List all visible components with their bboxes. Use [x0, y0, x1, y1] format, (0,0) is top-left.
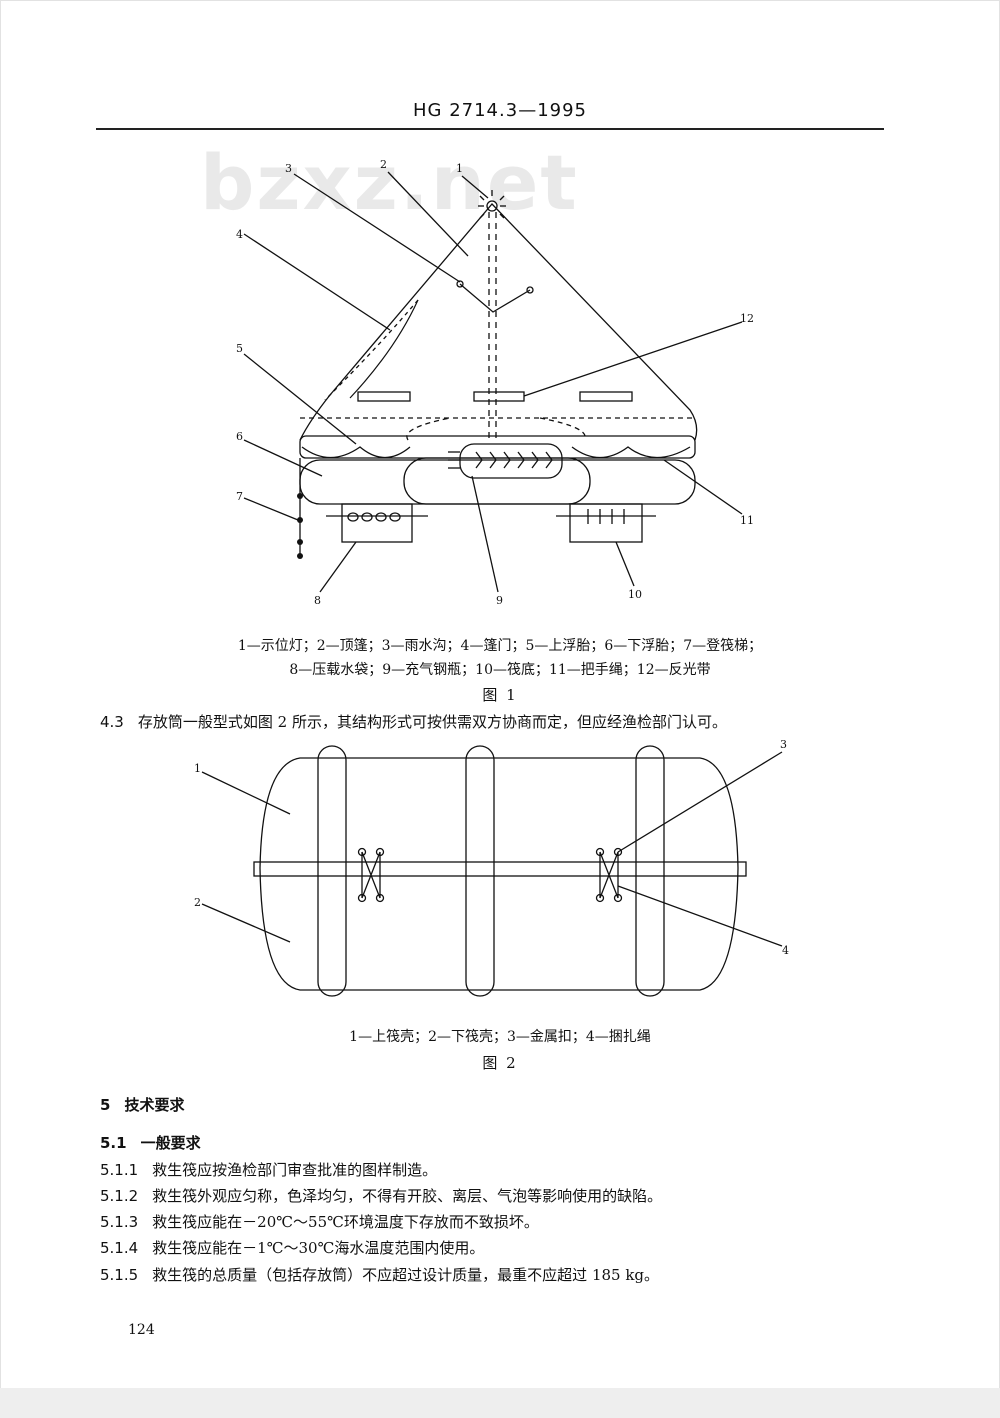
raft-floor [569, 503, 643, 543]
fig1-label-2: 2 [380, 158, 387, 171]
subsection-5-1-heading: 5.1 一般要求 [100, 1132, 201, 1153]
figure-1-title: 图 1 [482, 686, 518, 704]
fig1-label-11: 11 [740, 514, 754, 527]
fig1-label-1: 1 [456, 162, 463, 175]
fig2-label-1: 1 [194, 762, 201, 775]
figure-2-title: 图 2 [482, 1054, 518, 1072]
figure-2-storage-container-diagram: 1 2 3 4 [194, 738, 789, 997]
fig1-label-4: 4 [236, 228, 243, 241]
clause-text: 救生筏应能在－20℃～55℃环境温度下存放而不致损坏。 [152, 1213, 539, 1231]
bottom-strip [0, 1388, 1000, 1418]
position-light [486, 200, 498, 212]
section-5-heading: 5 技术要求 [100, 1094, 184, 1115]
clause-5-1-2: 5.1.2 救生筏外观应匀称，色泽均匀，不得有开胶、离层、气泡等影响使用的缺陷。 [100, 1185, 662, 1206]
reflective-tape [357, 391, 411, 402]
fig2-label-4: 4 [782, 944, 789, 957]
lashing-left [361, 851, 381, 899]
hoop-middle [465, 745, 495, 997]
clause-number: 5.1.3 [100, 1213, 139, 1231]
ballast-bag [341, 503, 413, 543]
fig2-label-3: 3 [780, 738, 787, 751]
watermark: bzxz.net [200, 138, 579, 227]
fig2-label-2: 2 [194, 896, 201, 909]
lower-buoyancy-tube [299, 459, 696, 505]
figure-2-caption: 1—上筏壳；2—下筏壳；3—金属扣；4—捆扎绳 [349, 1029, 651, 1045]
clause-5-1-1: 5.1.1 救生筏应按渔检部门审查批准的图样制造。 [100, 1159, 437, 1180]
fig1-label-6: 6 [236, 430, 243, 443]
header-rule [96, 128, 884, 130]
canopy [299, 203, 698, 441]
figure-1-caption-line-1: 1—示位灯；2—顶篷；3—雨水沟；4—篷门；5—上浮胎；6—下浮胎；7—登筏梯； [237, 638, 763, 654]
clause-number: 5.1.4 [100, 1239, 139, 1257]
subsection-title: 一般要求 [140, 1134, 201, 1152]
fig1-label-9: 9 [496, 594, 503, 607]
clause-number: 5.1.2 [100, 1187, 139, 1205]
subsection-number: 5.1 [100, 1134, 127, 1152]
rain-gutter [459, 283, 531, 313]
clause-text: 存放筒一般型式如图 2 所示，其结构形式可按供需双方协商而定，但应经渔检部门认可… [137, 713, 727, 731]
clause-text: 救生筏应能在－1℃～30℃海水温度范围内使用。 [152, 1239, 485, 1257]
clause-text: 救生筏应按渔检部门审查批准的图样制造。 [152, 1161, 438, 1179]
clause-5-1-4: 5.1.4 救生筏应能在－1℃～30℃海水温度范围内使用。 [100, 1237, 484, 1258]
fig1-label-10: 10 [628, 588, 642, 601]
hoop-left [317, 745, 347, 997]
fig1-label-7: 7 [236, 490, 243, 503]
gas-cylinder [459, 443, 563, 479]
document-code: HG 2714.3—1995 [413, 100, 587, 121]
fig1-label-3: 3 [285, 162, 292, 175]
clause-number: 4.3 [100, 713, 124, 731]
section-number: 5 [100, 1096, 111, 1114]
figure-1-caption-line-2: 8—压载水袋；9—充气钢瓶；10—筏底；11—把手绳；12—反光带 [289, 662, 711, 678]
container-shell [259, 757, 739, 991]
figure-1-life-raft-diagram: 1 2 3 4 5 6 7 8 9 10 11 12 [236, 158, 754, 607]
canopy-door [349, 299, 419, 399]
fig1-label-12: 12 [740, 312, 754, 325]
fig1-label-8: 8 [314, 594, 321, 607]
clause-number: 5.1.5 [100, 1266, 139, 1284]
lashing-right [599, 851, 619, 899]
hoop-right [635, 745, 665, 997]
chain-dots [297, 493, 303, 559]
clause-number: 5.1.1 [100, 1161, 139, 1179]
binding-band-top [253, 861, 747, 877]
section-title: 技术要求 [124, 1096, 185, 1114]
clause-5-1-3: 5.1.3 救生筏应能在－20℃～55℃环境温度下存放而不致损坏。 [100, 1211, 539, 1232]
paragraph-4-3: 4.3 存放筒一般型式如图 2 所示，其结构形式可按供需双方协商而定，但应经渔检部… [100, 711, 727, 732]
page-number: 124 [128, 1322, 155, 1338]
clause-text: 救生筏外观应匀称，色泽均匀，不得有开胶、离层、气泡等影响使用的缺陷。 [152, 1187, 663, 1205]
clause-text: 救生筏的总质量（包括存放筒）不应超过设计质量，最重不应超过 185 kg。 [152, 1266, 660, 1284]
fig1-label-5: 5 [236, 342, 243, 355]
clause-5-1-5: 5.1.5 救生筏的总质量（包括存放筒）不应超过设计质量，最重不应超过 185 k… [100, 1264, 659, 1285]
